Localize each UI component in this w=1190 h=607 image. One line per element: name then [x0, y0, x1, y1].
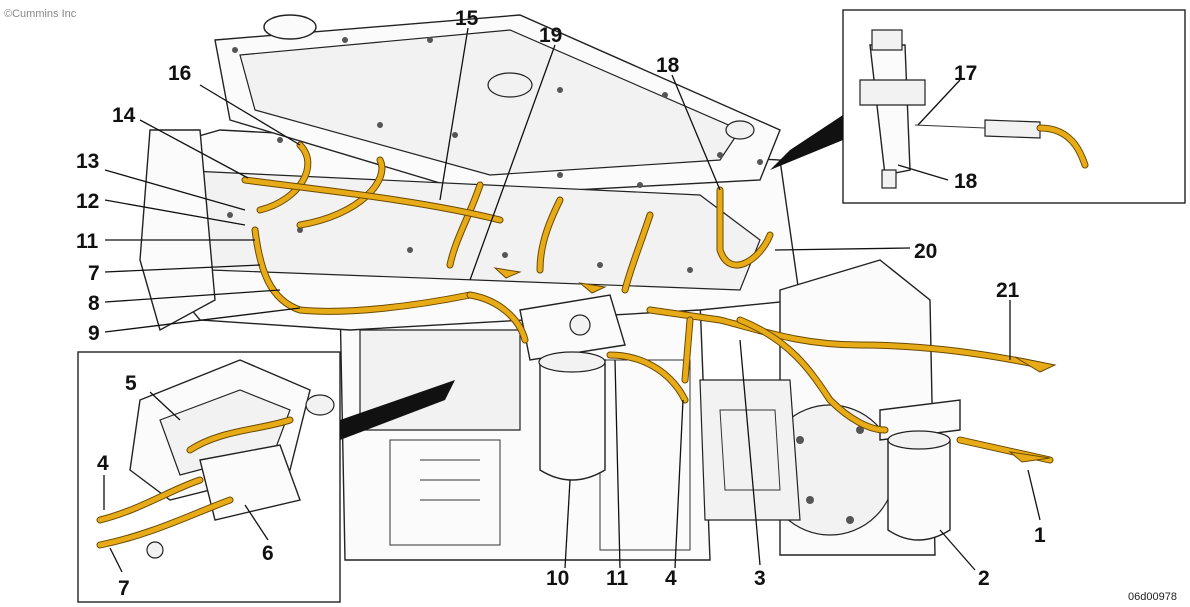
callout-10: 10	[546, 567, 569, 590]
callout-4-inset: 4	[97, 452, 109, 475]
callout-21: 21	[996, 279, 1020, 302]
figure-reference: 06d00978	[1128, 591, 1177, 603]
callout-11-left: 11	[76, 230, 99, 253]
callout-7-left: 7	[88, 262, 100, 285]
inset-injector	[770, 9, 1186, 204]
callout-12: 12	[76, 190, 99, 213]
callout-13: 13	[76, 150, 99, 173]
callout-18-inset: 18	[954, 170, 978, 193]
callout-19: 19	[539, 24, 562, 47]
callout-1: 1	[1034, 524, 1046, 547]
callout-2: 2	[978, 567, 990, 590]
callout-3: 3	[754, 567, 766, 590]
callout-7-inset: 7	[118, 577, 130, 600]
copyright-text: ©Cummins Inc	[4, 8, 77, 20]
callout-9: 9	[88, 322, 100, 345]
inset-fuel-pump	[77, 351, 455, 603]
callout-20: 20	[914, 240, 937, 263]
flow-arrows	[493, 267, 1057, 463]
fuel-filter-center	[538, 351, 606, 481]
callout-14: 14	[112, 104, 136, 127]
callout-labels: 1 2 3 4 10 11 21 20 18 15 19 16 14 13 12…	[76, 7, 1046, 600]
fuel-lines	[241, 141, 1054, 464]
callout-11-bottom: 11	[606, 567, 629, 590]
callout-4-bottom: 4	[665, 567, 677, 590]
callout-16: 16	[168, 62, 191, 85]
callout-18-top: 18	[656, 54, 680, 77]
callout-8: 8	[88, 292, 100, 315]
callout-5: 5	[125, 372, 137, 395]
callout-15: 15	[455, 7, 479, 30]
fuel-filter-right	[879, 399, 961, 541]
leader-lines	[103, 27, 1041, 573]
callout-17: 17	[954, 62, 977, 85]
callout-6: 6	[262, 542, 274, 565]
